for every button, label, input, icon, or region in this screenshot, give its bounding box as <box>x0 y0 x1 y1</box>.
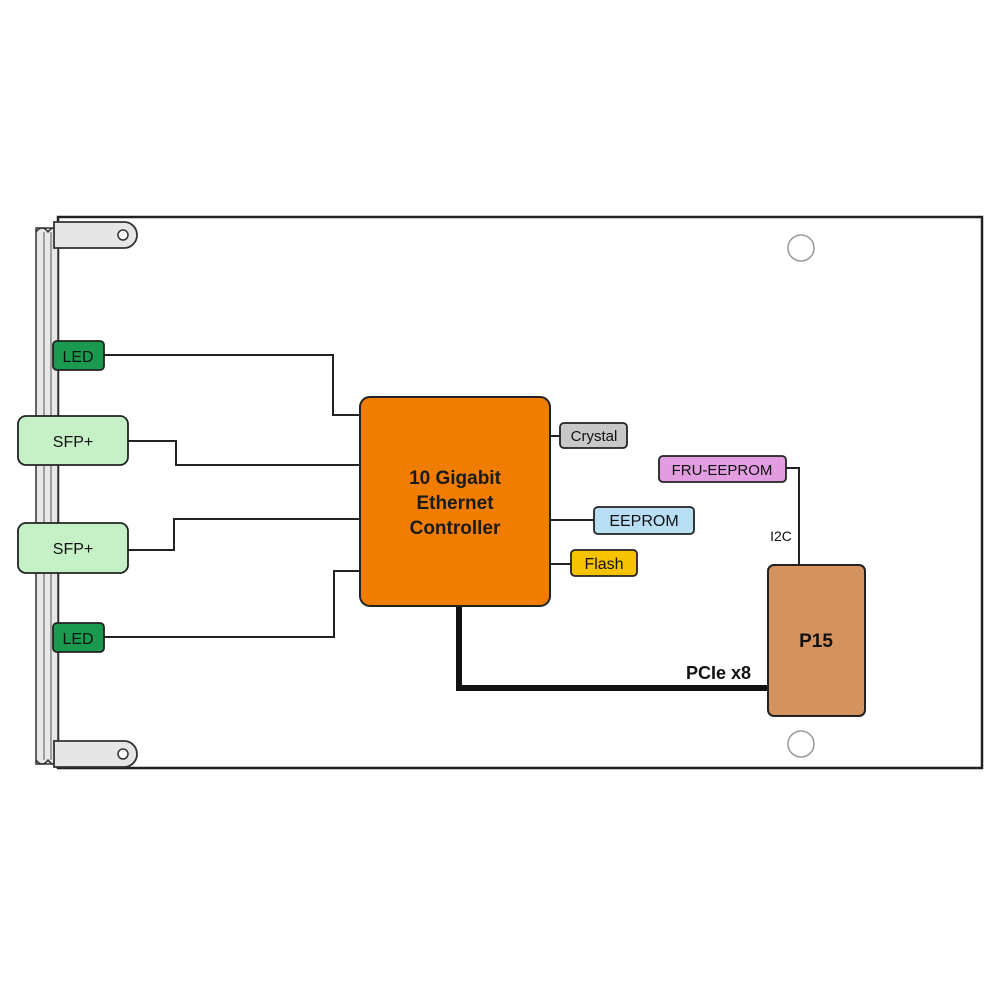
fru-eeprom-label: FRU-EEPROM <box>672 462 773 479</box>
flash-label: Flash <box>584 556 623 573</box>
sfp-bottom-label: SFP+ <box>53 541 93 558</box>
sfp-bottom <box>17 522 129 574</box>
ejector-handle-top <box>53 221 138 249</box>
p15-connector <box>767 564 866 717</box>
mounting-hole-bottom <box>787 730 815 758</box>
pcie-label: PCIe x8 <box>686 663 751 683</box>
wire-sfp-top <box>128 440 360 466</box>
wire-sfp-bottom <box>128 518 360 551</box>
mounting-hole-top <box>787 234 815 262</box>
i2c-label: I2C <box>770 528 792 544</box>
led-bottom-label: LED <box>62 631 93 648</box>
sfp-top-label: SFP+ <box>53 434 93 451</box>
ethernet-controller <box>359 396 551 607</box>
controller-label-line3: Controller <box>410 518 501 539</box>
eeprom-label: EEPROM <box>609 513 678 530</box>
wire-i2c <box>786 467 800 565</box>
sfp-top <box>17 415 129 466</box>
fru-eeprom <box>658 455 787 483</box>
flash <box>570 549 638 577</box>
wire-led-top <box>104 354 360 416</box>
pcie-bus <box>456 606 768 691</box>
led-top-label: LED <box>62 349 93 366</box>
front-panel <box>35 227 59 765</box>
led-top <box>52 340 105 371</box>
controller-label-line1: 10 Gigabit <box>409 468 502 489</box>
controller-label-line2: Ethernet <box>416 493 494 514</box>
eeprom <box>593 506 695 535</box>
crystal-label: Crystal <box>571 428 618 445</box>
ejector-handle-bottom <box>53 740 138 768</box>
wire-led-bottom <box>104 570 360 638</box>
led-bottom <box>52 622 105 653</box>
p15-label: P15 <box>799 631 833 652</box>
crystal <box>559 422 628 449</box>
